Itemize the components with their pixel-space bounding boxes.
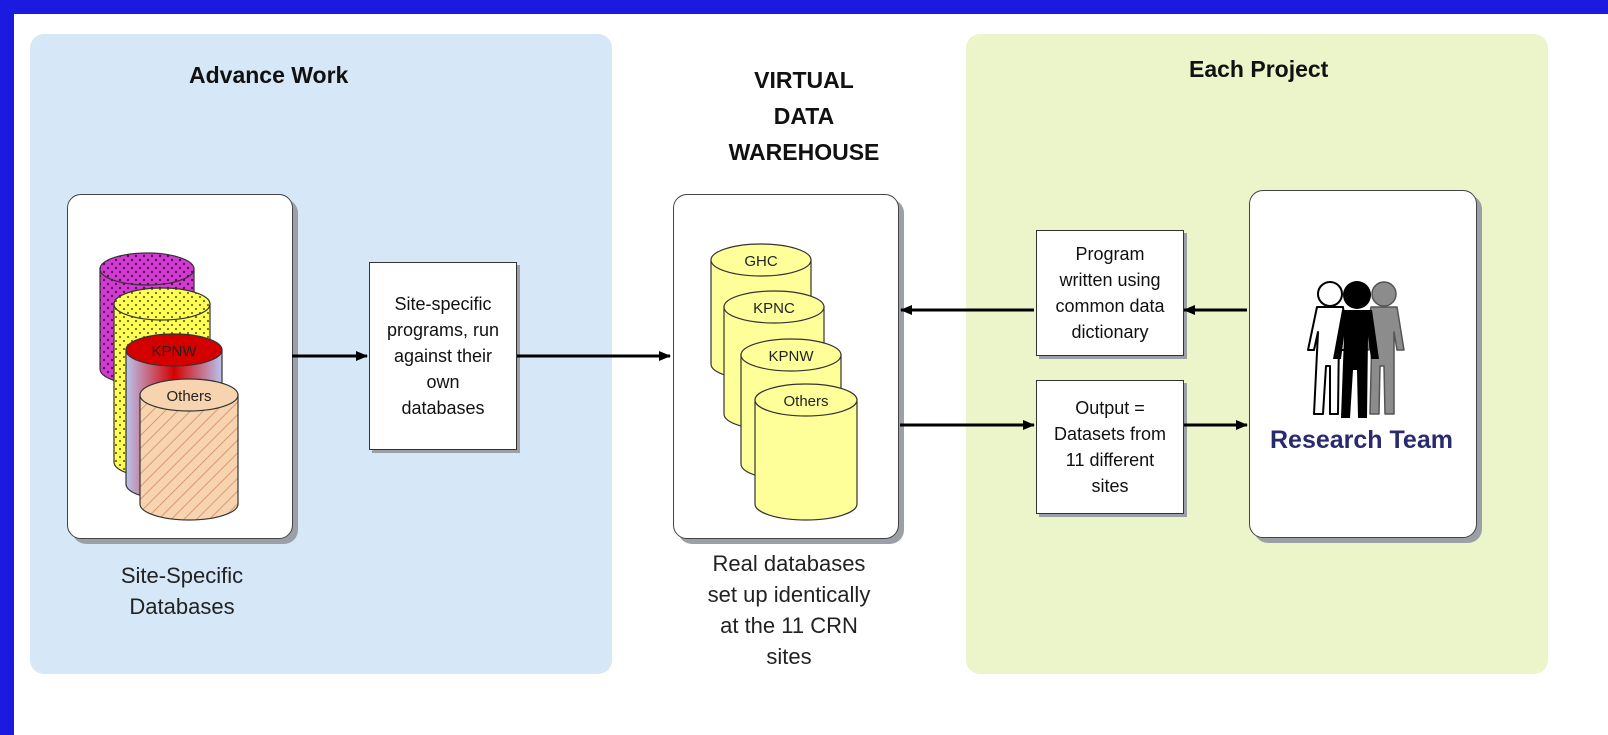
program-box: Program written using common data dictio… <box>1036 230 1184 356</box>
slide-canvas: Advance Work VIRTUAL DATA WAREHOUSE Each… <box>14 14 1608 735</box>
vdw-label-ghc: GHC <box>744 253 778 270</box>
note-line: Program <box>1075 244 1145 264</box>
caption-line: Databases <box>129 594 235 619</box>
output-box: Output = Datasets from 11 different site… <box>1036 380 1184 514</box>
site-programs-box: Site-specific programs, run against thei… <box>369 262 517 450</box>
people-icon <box>1307 281 1405 418</box>
note-line: sites <box>1091 476 1129 496</box>
vdw-heading-line: VIRTUAL <box>754 67 854 93</box>
vdw-label-kpnc: KPNC <box>753 300 795 317</box>
site-db-label-others: Others <box>166 388 211 405</box>
note-line: Output = <box>1075 398 1145 418</box>
person-black <box>1333 281 1379 418</box>
caption-line: at the 11 CRN <box>720 613 858 638</box>
vdw-heading-line: WAREHOUSE <box>728 139 880 165</box>
note-line: programs, run <box>386 320 500 340</box>
vdw-cylinder-others <box>754 383 858 521</box>
vdw-heading-line: DATA <box>773 103 835 129</box>
each-project-heading: Each Project <box>1189 56 1329 82</box>
vdw-heading: VIRTUAL DATA WAREHOUSE <box>714 62 894 170</box>
caption-line: set up identically <box>707 582 871 607</box>
note-line: dictionary <box>1071 322 1149 342</box>
caption-line: Site-Specific <box>120 563 244 588</box>
vdw-label-others: Others <box>783 393 828 410</box>
note-line: own <box>426 372 460 392</box>
note-line: common data <box>1055 296 1165 316</box>
note-line: 11 different <box>1065 450 1155 470</box>
note-line: against their <box>393 346 493 366</box>
note-line: Site-specific <box>394 294 492 314</box>
advance-work-heading: Advance Work <box>189 62 349 88</box>
note-line: databases <box>401 398 485 418</box>
note-line: Datasets from <box>1053 424 1167 444</box>
diagram-graphics: KPNW Others GHC KPNC KPNW Others <box>99 243 1405 521</box>
site-db-cylinder-others <box>139 378 239 521</box>
note-line: written using <box>1059 270 1161 290</box>
caption-line: Real databases <box>712 551 866 576</box>
vdw-label-kpnw: KPNW <box>769 348 815 365</box>
site-db-label-kpnw: KPNW <box>152 343 198 360</box>
caption-line: sites <box>766 644 812 669</box>
research-team-label: Research Team <box>1270 426 1453 454</box>
vdw-caption: Real databases set up identically at the… <box>674 548 904 672</box>
site-databases-caption: Site-Specific Databases <box>82 560 282 622</box>
